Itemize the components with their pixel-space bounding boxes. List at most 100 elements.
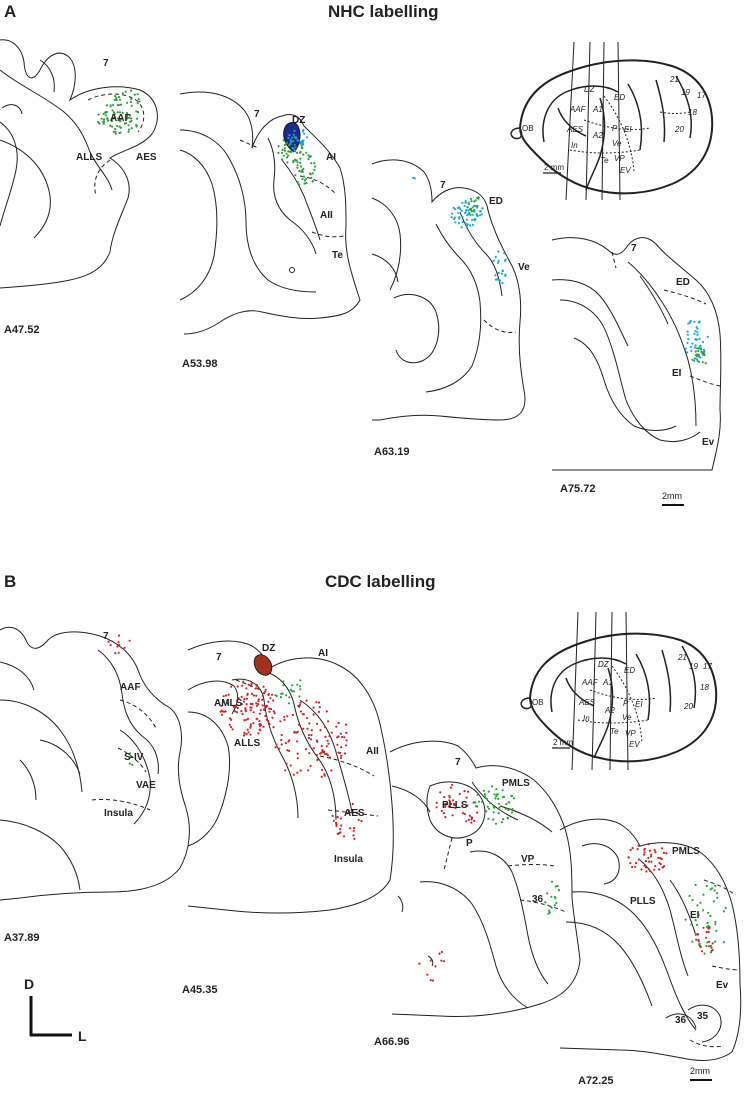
section-outline-b3	[389, 740, 581, 1017]
cdc-labelled-cell	[497, 797, 500, 801]
cdc-labelled-cell	[339, 732, 342, 735]
cdc-labelled-cell	[544, 901, 547, 904]
nhc-labelled-cell	[289, 139, 292, 142]
cdc-labelled-cell	[665, 852, 668, 855]
cdc-labelled-cell	[705, 931, 708, 934]
cdc-labelled-cell	[231, 728, 234, 731]
cdc-labelled-cell	[243, 719, 246, 722]
cdc-labelled-cell	[328, 756, 332, 759]
inset-label: 18	[700, 683, 709, 692]
area-label: ALLS	[76, 152, 103, 163]
cdc-labelled-cell	[501, 789, 504, 792]
section-id-a4: A75.72	[560, 483, 596, 495]
cdc-labelled-cell	[697, 933, 700, 936]
nhc-labelled-cell	[285, 141, 289, 144]
cdc-labelled-cell	[249, 702, 252, 706]
cdc-labelled-cell	[320, 768, 324, 772]
cdc-labelled-cell	[292, 773, 295, 776]
cdc-labelled-cell	[351, 802, 354, 806]
cdc-labelled-cell	[287, 702, 291, 705]
nhc-labelled-cell	[110, 119, 114, 123]
cdc-labelled-cell	[706, 941, 709, 944]
nhc-labelled-cell	[119, 131, 122, 134]
cdc-labelled-cell	[662, 851, 666, 855]
cdc-labelled-cell	[229, 725, 233, 729]
cdc-labelled-cell	[289, 764, 292, 767]
cdc-labelled-cell	[557, 889, 561, 892]
nhc-labelled-cell	[97, 121, 100, 124]
cdc-labelled-cell	[284, 769, 287, 772]
cdc-labelled-cell	[440, 950, 443, 954]
cdc-labelled-cell	[242, 680, 245, 683]
nhc-labelled-cell	[301, 177, 304, 181]
nhc-labelled-cell	[296, 161, 299, 164]
cdc-labelled-cell	[480, 800, 484, 803]
cdc-labelled-cell	[556, 884, 559, 888]
nhc-labelled-cell	[459, 208, 462, 211]
nhc-labelled-cell	[306, 136, 309, 139]
nhc-labelled-cell	[112, 104, 115, 107]
section-outline-a4	[551, 237, 722, 471]
cdc-labelled-cell	[645, 870, 648, 873]
nhc-labelled-cell	[695, 358, 699, 361]
cdc-labelled-cell	[240, 695, 243, 699]
cdc-labelled-cell	[470, 818, 473, 821]
cdc-labelled-cell	[250, 682, 253, 685]
cdc-labelled-cell	[495, 795, 498, 798]
nhc-labelled-cell	[691, 358, 694, 361]
nhc-labelled-cell	[290, 136, 294, 139]
cdc-labelled-cell	[468, 814, 471, 817]
cdc-labelled-cell	[546, 892, 549, 895]
nhc-labelled-cell	[454, 221, 457, 224]
cdc-labelled-cell	[297, 723, 300, 726]
nhc-labelled-cell	[696, 353, 699, 356]
cdc-labelled-cell	[344, 723, 348, 726]
cdc-labelled-cell	[487, 790, 490, 793]
cdc-labelled-cell	[296, 752, 299, 755]
cdc-labelled-cell	[282, 684, 285, 687]
cdc-labelled-cell	[722, 910, 725, 913]
nhc-labelled-cell	[119, 118, 122, 121]
cdc-labelled-cell	[250, 684, 253, 687]
area-label: Ev	[716, 980, 729, 991]
cdc-labelled-cell	[324, 735, 327, 739]
cdc-labelled-cell	[438, 952, 441, 955]
cdc-labelled-cell	[269, 697, 272, 700]
area-label: AI	[318, 648, 328, 659]
cdc-labelled-cell	[273, 712, 276, 715]
labelled-cells-nhc	[97, 89, 709, 365]
cdc-labelled-cell	[339, 817, 342, 820]
cdc-labelled-cell	[702, 909, 705, 912]
cdc-labelled-cell	[299, 710, 302, 713]
nhc-labelled-cell	[497, 271, 500, 274]
area-label: AMLS	[214, 698, 243, 709]
nhc-labelled-cell	[701, 361, 704, 364]
cdc-labelled-cell	[312, 747, 315, 750]
nhc-labelled-cell	[467, 209, 470, 212]
cdc-labelled-cell	[508, 801, 511, 804]
area-label: 36	[532, 894, 544, 905]
section-id-b2: A45.35	[182, 984, 218, 996]
cdc-labelled-cell	[267, 693, 270, 697]
nhc-labelled-cell	[471, 223, 474, 226]
nhc-labelled-cell	[305, 151, 308, 154]
cdc-labelled-cell	[659, 856, 662, 860]
nhc-labelled-cell	[302, 153, 305, 156]
cdc-labelled-cell	[264, 688, 267, 691]
nhc-labelled-cell	[277, 151, 280, 154]
cdc-labelled-cell	[257, 698, 260, 701]
cdc-labelled-cell	[340, 754, 343, 757]
cdc-labelled-cell	[258, 712, 261, 715]
cdc-labelled-cell	[259, 729, 262, 732]
cdc-labelled-cell	[305, 699, 308, 702]
cdc-labelled-cell	[714, 884, 717, 887]
nhc-labelled-cell	[694, 330, 697, 333]
cdc-labelled-cell	[461, 804, 464, 808]
cdc-labelled-cell	[284, 742, 287, 745]
cdc-labelled-cell	[644, 866, 648, 869]
cdc-labelled-cell	[684, 918, 687, 921]
cdc-labelled-cell	[245, 703, 248, 706]
cdc-labelled-cell	[431, 979, 434, 982]
cdc-labelled-cell	[255, 702, 258, 705]
inset-label: P	[612, 124, 618, 133]
